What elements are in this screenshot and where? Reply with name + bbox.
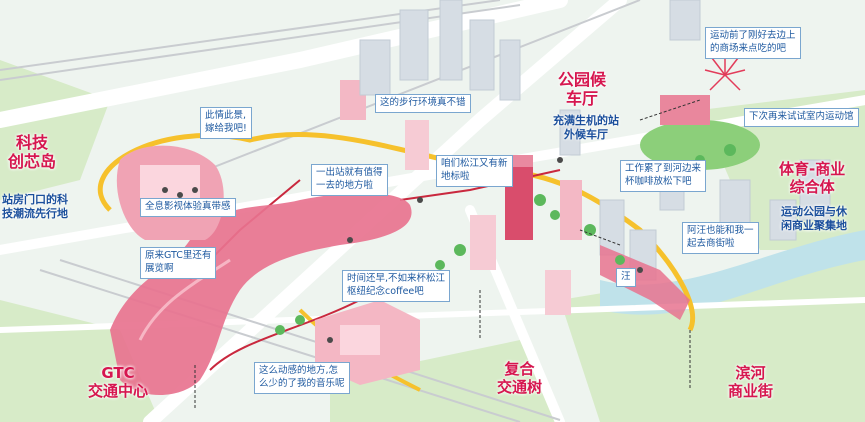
bubble-line: 下次再来试试室内运动馆 — [749, 111, 854, 122]
zone-sub-tech-island: 站房门口的科 技潮流先行地 — [2, 193, 68, 222]
bubble-line: 阿汪也能和我一 — [687, 225, 754, 236]
zone-title-sports-hub: 体育-商业 综合体 — [779, 160, 845, 196]
title-line: 交通中心 — [88, 382, 149, 400]
bubble-line: 杯咖啡放松下吧 — [625, 175, 692, 187]
bubble-line: 这么动感的地方,怎 — [259, 365, 339, 376]
callout-leaders — [194, 99, 701, 410]
bubble-destination: 一出站就有值得 一去的地方啦 — [311, 164, 388, 196]
bubble-line: 起去商街啦 — [687, 237, 735, 249]
zone-sub-sports-hub: 运动公园与休 闲商业聚集地 — [781, 205, 847, 234]
bubble-line: 枢纽纪念coffee吧 — [347, 285, 424, 297]
gtc-ribbon — [110, 193, 412, 395]
ribbon-highlight — [138, 258, 231, 341]
bubble-riverside-coffee: 工作累了到河边来 杯咖啡放松下吧 — [620, 160, 707, 192]
bubble-line: 全息影视体验真带感 — [145, 201, 231, 212]
bubble-line: 运动前了刚好去边上 — [710, 30, 796, 41]
zone-title-park-station: 公园候 车厅 — [558, 70, 606, 108]
bubble-dog: 阿汪也能和我一 起去商街啦 — [682, 222, 759, 254]
sub-line: 站房门口的科 — [2, 193, 68, 206]
bubble-indoor-sports: 下次再来试试室内运动馆 — [744, 108, 859, 127]
title-line: GTC — [101, 364, 135, 382]
title-line: 创芯岛 — [8, 152, 57, 172]
bubble-hologram: 全息影视体验真带感 — [140, 198, 236, 217]
title-line: 车厅 — [566, 89, 599, 109]
bubble-line: 地标啦 — [441, 170, 470, 182]
sub-line: 运动公园与休 — [781, 205, 847, 218]
bubble-proposal: 此情此景, 嫁给我吧! — [200, 107, 252, 139]
bubble-line: 原来GTC里还有 — [145, 250, 212, 261]
bubble-exhibition: 原来GTC里还有 展览啊 — [140, 247, 217, 279]
bubble-line: 汪 — [621, 271, 631, 282]
bubble-line: 的商场来点吃的吧 — [710, 42, 787, 54]
sub-line: 技潮流先行地 — [2, 207, 68, 221]
bubble-line: 一出站就有值得 — [316, 167, 383, 178]
sports-park — [640, 95, 760, 170]
bubble-bark: 汪 — [616, 268, 636, 287]
bubble-line: 展览啊 — [145, 262, 174, 274]
people-figures — [162, 157, 643, 343]
bubble-music: 这么动感的地方,怎 么少的了我的音乐呢 — [254, 362, 350, 394]
sub-line: 外候车厅 — [564, 128, 608, 142]
bubble-line: 这的步行环境真不错 — [380, 97, 466, 108]
title-line: 综合体 — [789, 178, 835, 196]
zone-title-gtc: GTC 交通中心 — [88, 364, 148, 400]
title-line: 商业街 — [728, 382, 774, 400]
bubble-line: 嫁给我吧! — [205, 122, 247, 134]
title-line: 公园候 — [558, 70, 607, 89]
title-line: 滨河 — [735, 364, 766, 382]
title-line: 交通树 — [497, 378, 543, 396]
bubble-line: 此情此景, — [205, 110, 247, 121]
sub-line: 闲商业聚集地 — [781, 219, 847, 233]
bubble-line: 么少的了我的音乐呢 — [259, 377, 345, 389]
pink-towers — [340, 80, 582, 315]
bubble-walking: 这的步行环境真不错 — [375, 94, 471, 113]
bubble-mall-food: 运动前了刚好去边上 的商场来点吃的吧 — [705, 27, 801, 59]
bubble-coffee: 时间还早,不如来杯松江 枢纽纪念coffee吧 — [342, 270, 451, 302]
bubble-line: 咱们松江又有新 — [441, 158, 508, 169]
zone-title-riverside: 滨河 商业街 — [728, 364, 773, 400]
zone-sub-park-station: 充满生机的站 外候车厅 — [553, 114, 619, 143]
bubble-line: 时间还早,不如来杯松江 — [347, 273, 446, 284]
bubble-line: 工作累了到河边来 — [625, 163, 702, 174]
zone-title-transit-tree: 复合 交通树 — [497, 360, 542, 396]
zone-title-tech-island: 科技 创芯岛 — [8, 133, 56, 171]
bubble-landmark: 咱们松江又有新 地标啦 — [436, 155, 513, 187]
title-line: 复合 — [504, 360, 535, 378]
title-line: 体育-商业 — [779, 160, 846, 178]
bubble-line: 一去的地方啦 — [316, 179, 374, 191]
tech-island-building — [116, 145, 224, 240]
sub-line: 充满生机的站 — [553, 114, 619, 127]
title-line: 科技 — [16, 133, 49, 152]
